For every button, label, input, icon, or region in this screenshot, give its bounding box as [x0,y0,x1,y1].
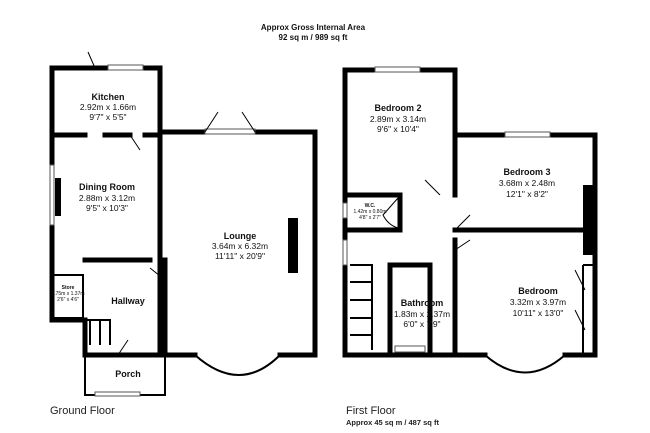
bedroom-3-metric: 3.68m x 2.48m [499,178,555,188]
store-metric: 0.75m x 1.37m [51,291,84,297]
bedroom-3-label: Bedroom 3 [503,167,550,177]
wc-label: W.C. [365,203,376,209]
lounge-label: Lounge [224,231,257,241]
dining-room-label: Dining Room [79,182,135,192]
bedroom-metric: 3.32m x 3.97m [510,297,566,307]
first-floor-walls [342,66,598,374]
bathroom-metric: 1.83m x 2.37m [394,309,450,319]
porch-label: Porch [115,369,141,379]
kitchen-metric: 2.92m x 1.66m [80,102,136,112]
bedroom-2-metric: 2.89m x 3.14m [370,114,426,124]
area-total: 92 sq m / 989 sq ft [279,33,348,42]
wc-metric: 1.42m x 0.80m [353,209,386,215]
bedroom-imperial: 10'11" x 13'0" [513,308,564,318]
kitchen-label: Kitchen [91,92,124,102]
lounge-imperial: 11'11" x 20'9" [215,251,265,261]
hallway-label: Hallway [111,296,145,306]
bedroom-2-label: Bedroom 2 [374,103,421,113]
dining-room-metric: 2.88m x 3.12m [79,193,135,203]
dining-room-imperial: 9'5" x 10'3" [86,203,128,213]
ground-floor-label: Ground Floor [50,405,115,417]
bathroom-imperial: 6'0" x 7'9" [403,319,440,329]
bedroom-3-imperial: 12'1" x 8'2" [506,189,548,199]
bedroom-2-imperial: 9'6" x 10'4" [377,124,419,134]
lounge-metric: 3.64m x 6.32m [212,241,268,251]
first-floor-label: First Floor [346,405,396,417]
store-label: Store [62,285,75,291]
kitchen-imperial: 9'7" x 5'5" [89,112,126,122]
area-title: Approx Gross Internal Area [261,23,366,32]
store-imperial: 2'6" x 4'6" [57,297,79,303]
bedroom-label: Bedroom [518,286,558,296]
first-floor-area: Approx 45 sq m / 487 sq ft [346,418,439,427]
wc-imperial: 4'8" x 2'7" [359,215,381,221]
bathroom-label: Bathroom [401,298,444,308]
ground-floor-walls [49,51,318,397]
